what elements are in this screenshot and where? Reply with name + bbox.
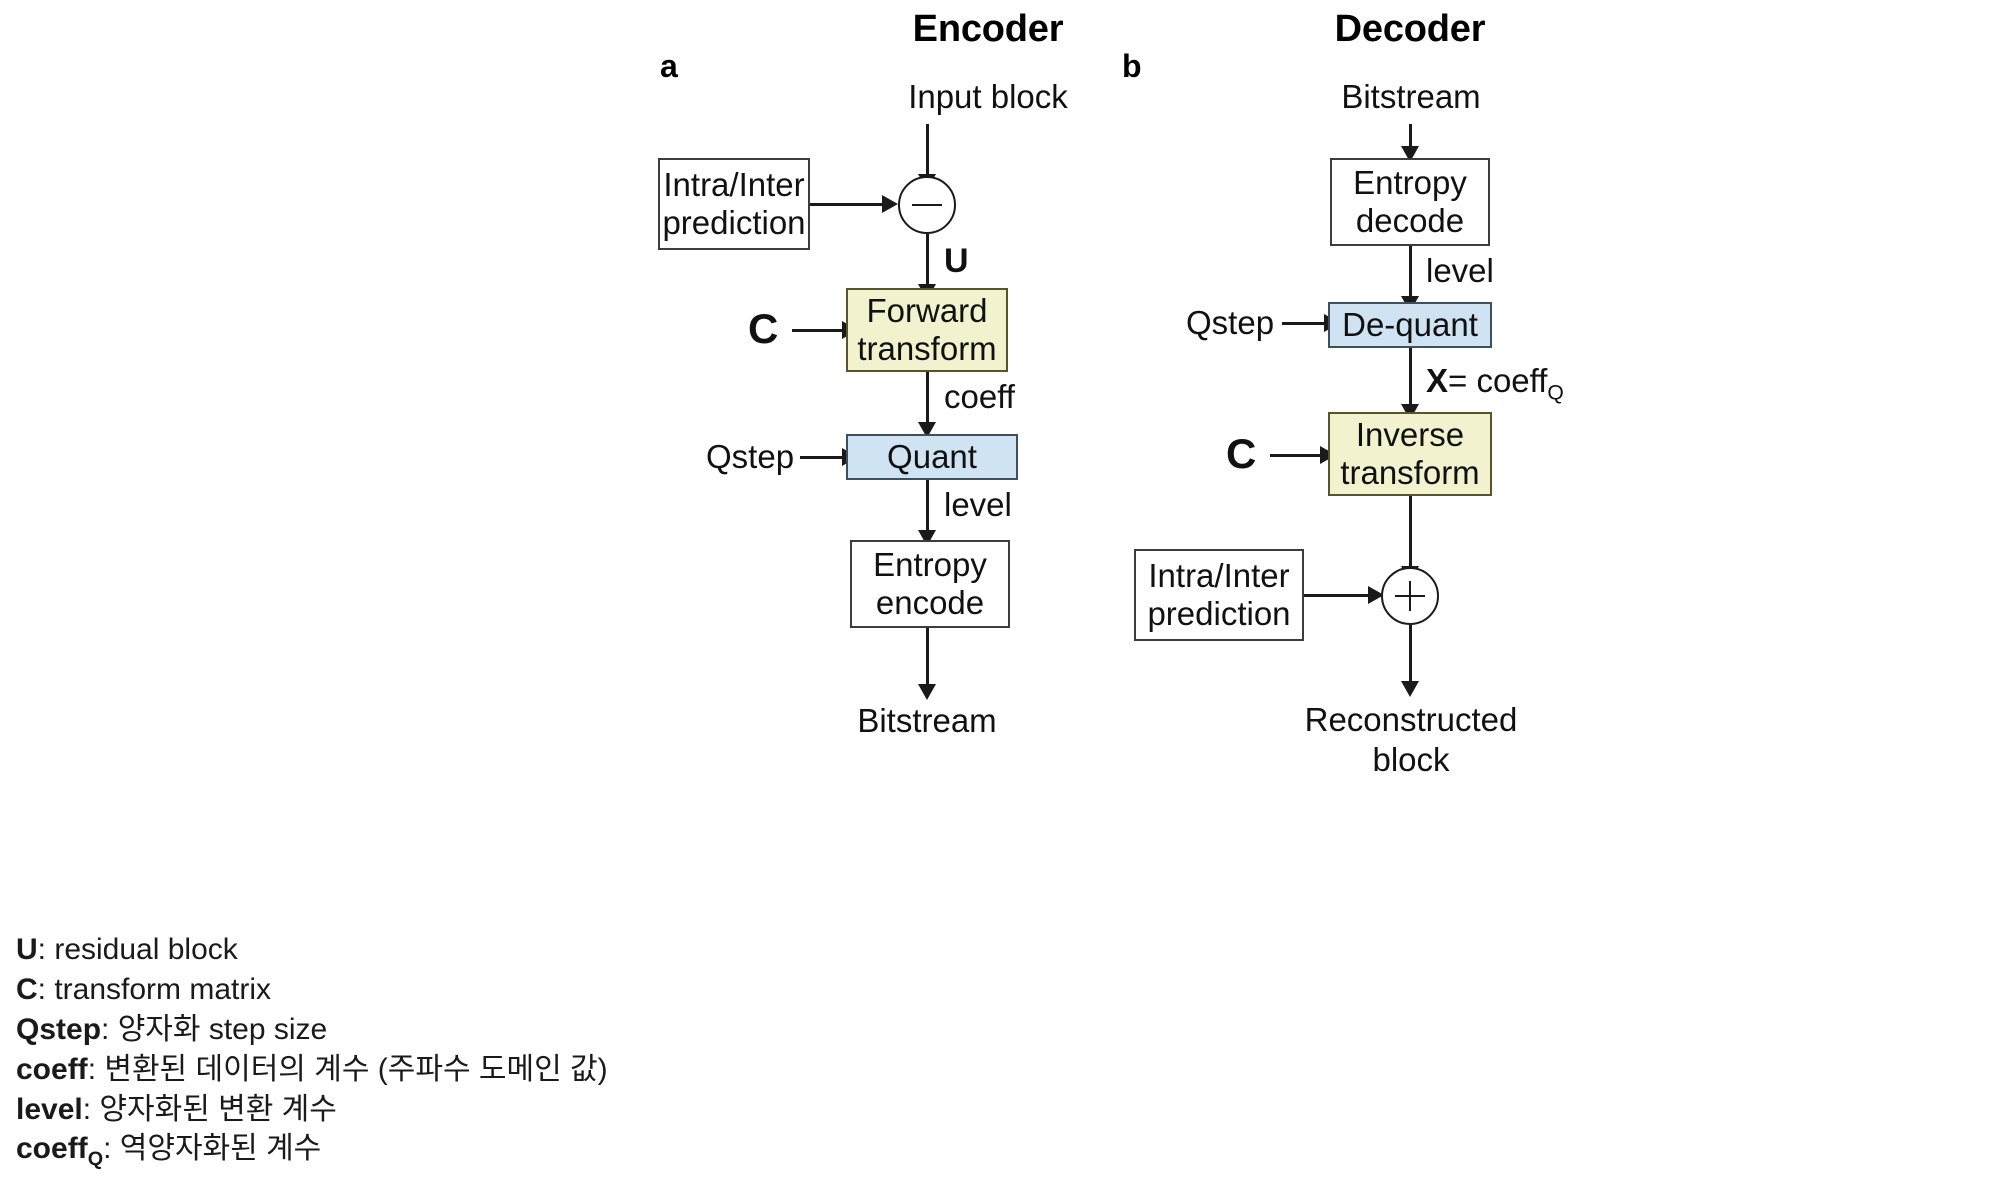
forward-transform-box[interactable]: Forward transform: [846, 288, 1008, 372]
edge-entropy-encode-to-bitstream: [926, 628, 929, 690]
plus-icon-vertical: [1408, 580, 1412, 612]
legend-term: C: [16, 972, 38, 1006]
edge-c-to-forward-transform: [792, 329, 848, 332]
edge-quant-to-entropy-encode: [926, 480, 929, 536]
residual-u-label: U: [944, 242, 969, 280]
decoder-level-label: level: [1426, 252, 1494, 289]
forward-transform-box-label: Forward transform: [857, 292, 997, 367]
edge-entropy-decode-to-dequant: [1409, 246, 1412, 302]
arrowhead-add-to-reconstructed-block: [1401, 681, 1419, 697]
x-equals-coeff: = coeff: [1448, 362, 1548, 399]
legend-term-base: coeff: [16, 1132, 88, 1166]
add-operator-circle[interactable]: [1381, 567, 1439, 625]
entropy-decode-box-label: Entropy decode: [1353, 164, 1467, 239]
legend-desc: : 역양자화된 계수: [103, 1132, 322, 1166]
quant-box[interactable]: Quant: [846, 434, 1018, 480]
arrowhead-prediction-to-add: [1368, 586, 1384, 604]
legend-item: U: residual block: [16, 930, 608, 970]
legend-term: level: [16, 1092, 83, 1126]
edge-forward-transform-to-quant: [926, 372, 929, 428]
edge-input-to-subtract: [926, 124, 929, 180]
legend-term: coeffQ: [16, 1132, 103, 1170]
arrowhead-prediction-to-subtract: [882, 195, 898, 213]
decoder-x-coeffq-label: X= coeffQ: [1426, 362, 1564, 406]
panel-tag-b: b: [1122, 48, 1142, 84]
decoder-matrix-c-label: C: [1226, 430, 1257, 477]
edge-subtract-to-forward-transform: [926, 234, 929, 290]
inverse-transform-box[interactable]: Inverse transform: [1328, 412, 1492, 496]
legend-desc: : 양자화 step size: [101, 1012, 328, 1046]
entropy-decode-box[interactable]: Entropy decode: [1330, 158, 1490, 246]
legend: U: residual block C: transform matrix Qs…: [16, 930, 608, 1173]
encoder-output-label: Bitstream: [857, 702, 997, 739]
panel-tag-a: a: [660, 48, 678, 84]
edge-prediction-to-subtract: [810, 203, 886, 206]
encoder-title: Encoder: [912, 8, 1064, 50]
encoder-input-label: Input block: [908, 78, 1068, 115]
legend-desc: : transform matrix: [37, 972, 272, 1006]
encoder-prediction-box-label: Intra/Inter prediction: [662, 166, 806, 241]
edge-prediction-to-add: [1304, 594, 1376, 597]
decoder-qstep-label: Qstep: [1186, 304, 1275, 341]
arrowhead-entropy-encode-to-bitstream: [918, 684, 936, 700]
legend-item: coeff: 변환된 데이터의 계수 (주파수 도메인 값): [16, 1050, 608, 1090]
entropy-encode-box[interactable]: Entropy encode: [850, 540, 1010, 628]
legend-item: level: 양자화된 변환 계수: [16, 1090, 608, 1130]
quant-box-label: Quant: [887, 438, 977, 476]
decoder-title: Decoder: [1334, 8, 1486, 50]
legend-term: Qstep: [16, 1012, 102, 1046]
legend-term: U: [16, 933, 38, 966]
minus-icon: [911, 203, 943, 207]
edge-qstep-to-quant: [800, 456, 848, 459]
legend-desc: : residual block: [37, 933, 238, 966]
decoder-prediction-box[interactable]: Intra/Inter prediction: [1134, 549, 1304, 641]
dequant-box-label: De-quant: [1342, 306, 1478, 344]
decoder-input-label: Bitstream: [1341, 78, 1481, 115]
edge-c-to-inverse-transform: [1270, 454, 1326, 457]
legend-item: C: transform matrix: [16, 970, 608, 1010]
encoder-qstep-label: Qstep: [706, 438, 795, 475]
edge-add-to-reconstructed-block: [1409, 625, 1412, 687]
legend-item: Qstep: 양자화 step size: [16, 1010, 608, 1050]
legend-desc: : 양자화된 변환 계수: [82, 1092, 337, 1126]
encoder-prediction-box[interactable]: Intra/Inter prediction: [658, 158, 810, 250]
legend-term-subscript: Q: [87, 1148, 104, 1171]
x-symbol: X: [1426, 362, 1449, 399]
decoder-prediction-box-label: Intra/Inter prediction: [1147, 557, 1291, 632]
encoder-matrix-c-label: C: [748, 305, 779, 352]
x-subscript-q: Q: [1547, 381, 1564, 405]
legend-term: coeff: [16, 1052, 88, 1086]
encoder-coeff-label: coeff: [944, 378, 1015, 415]
legend-item: coeffQ: 역양자화된 계수: [16, 1129, 608, 1172]
encoder-level-label: level: [944, 486, 1012, 523]
inverse-transform-box-label: Inverse transform: [1340, 416, 1480, 491]
entropy-encode-box-label: Entropy encode: [873, 546, 987, 621]
edge-qstep-to-dequant: [1282, 322, 1330, 325]
subtract-operator-circle[interactable]: [898, 176, 956, 234]
edge-bitstream-to-entropy-decode: [1409, 124, 1412, 152]
decoder-output-label: Reconstructed block: [1304, 701, 1518, 778]
edge-dequant-to-inverse-transform: [1409, 348, 1412, 410]
dequant-box[interactable]: De-quant: [1328, 302, 1492, 348]
edge-inverse-transform-to-add: [1409, 496, 1412, 574]
legend-desc: : 변환된 데이터의 계수 (주파수 도메인 값): [87, 1052, 608, 1086]
